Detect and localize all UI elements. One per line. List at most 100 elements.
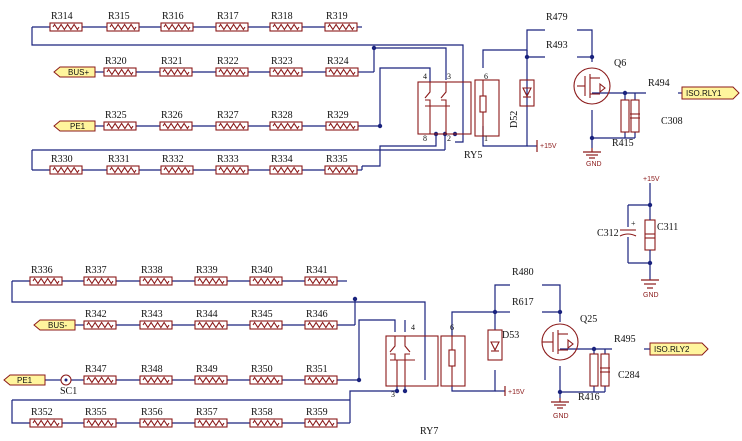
r479-label: R479 xyxy=(546,12,568,23)
port-pe1-top: PE1 xyxy=(53,120,96,132)
resistor-label: R326 xyxy=(161,110,183,121)
q25-label: Q25 xyxy=(580,314,597,325)
resistor-label: R333 xyxy=(217,154,239,165)
resistor-label: R315 xyxy=(108,11,130,22)
resistor-label: R337 xyxy=(85,265,107,276)
resistor-r359: R359 xyxy=(304,407,338,428)
resistor-r355: R355 xyxy=(83,407,117,428)
resistor-label: R351 xyxy=(306,364,328,375)
resistor-label: R342 xyxy=(85,309,107,320)
r495-label: R495 xyxy=(614,334,636,345)
resistor-label: R349 xyxy=(196,364,218,375)
r493-label: R493 xyxy=(546,40,568,51)
resistor-r324: R324 xyxy=(325,56,359,77)
resistor-r350: R350 xyxy=(249,364,283,385)
resistor-label: R324 xyxy=(327,56,349,67)
resistor-r330: R330 xyxy=(49,154,83,175)
power-plus15-top: +15V xyxy=(536,140,557,152)
resistor-label: R332 xyxy=(162,154,184,165)
ry5-pin4-label: 4 xyxy=(423,72,427,81)
resistor-label: R335 xyxy=(326,154,348,165)
bus-minus-label: BUS- xyxy=(48,321,67,330)
resistor-label: R330 xyxy=(51,154,73,165)
ry7-label: RY7 xyxy=(420,426,438,437)
resistor-label: R340 xyxy=(251,265,273,276)
resistor-r342: R342 xyxy=(83,309,117,330)
mosfet-q25: Q25 xyxy=(541,314,597,361)
resistor-label: R343 xyxy=(141,309,163,320)
resistor-label: R345 xyxy=(251,309,273,320)
resistor-label: R350 xyxy=(251,364,273,375)
bus-plus-label: BUS+ xyxy=(68,68,89,77)
resistor-label: R346 xyxy=(306,309,328,320)
resistor-label: R331 xyxy=(108,154,130,165)
r480-label: R480 xyxy=(512,267,534,278)
gnd-bottom xyxy=(551,398,569,409)
sc1-label: SC1 xyxy=(60,386,77,397)
spark-gap-sc1: SC1 xyxy=(60,374,77,397)
resistor-label: R318 xyxy=(271,11,293,22)
resistor-label: R327 xyxy=(217,110,239,121)
c311-c312-group: +15V + GND C311 C312 xyxy=(597,176,678,299)
relay-ry5: 4 3 6 8 2 1 RY5 xyxy=(417,72,500,161)
ry5-pin1-label: 1 xyxy=(484,134,488,143)
d52-label: D52 xyxy=(509,111,520,128)
q6-label: Q6 xyxy=(614,58,626,69)
resistor-r332: R332 xyxy=(160,154,194,175)
resistor-label: R348 xyxy=(141,364,163,375)
resistor-r357: R357 xyxy=(194,407,228,428)
pe1-bottom-label: PE1 xyxy=(17,376,33,385)
resistor-label: R322 xyxy=(217,56,239,67)
iso-rly1-label: ISO.RLY1 xyxy=(686,89,722,98)
resistor-r322: R322 xyxy=(215,56,249,77)
ry5-pin8-label: 8 xyxy=(423,134,427,143)
resistor-r349: R349 xyxy=(194,364,228,385)
ry5-pin3-label: 3 xyxy=(447,72,451,81)
gnd-top xyxy=(583,148,601,159)
resistor-r338: R338 xyxy=(139,265,173,286)
port-iso-rly2: ISO.RLY2 xyxy=(649,342,709,356)
port-pe1-bottom: PE1 xyxy=(3,374,46,386)
resistor-r329: R329 xyxy=(325,110,359,131)
port-bus-plus: BUS+ xyxy=(53,66,96,78)
diode-d53: D53 xyxy=(487,329,519,361)
resistor-r326: R326 xyxy=(159,110,193,131)
resistor-label: R328 xyxy=(271,110,293,121)
resistor-r333: R333 xyxy=(215,154,249,175)
c284-label: C284 xyxy=(618,370,640,381)
gnd-top-label: GND xyxy=(586,161,602,168)
top-wires xyxy=(31,26,682,171)
mosfet-q6: Q6 xyxy=(573,58,626,105)
port-iso-rly1: ISO.RLY1 xyxy=(681,86,740,100)
resistor-r340: R340 xyxy=(249,265,283,286)
resistor-label: R338 xyxy=(141,265,163,276)
resistor-r331: R331 xyxy=(106,154,140,175)
resistor-r334: R334 xyxy=(269,154,303,175)
resistor-label: R339 xyxy=(196,265,218,276)
resistor-label: R316 xyxy=(162,11,184,22)
resistor-r315: R315 xyxy=(106,11,140,32)
power-plus15-bottom: +15V xyxy=(504,386,525,396)
resistor-r356: R356 xyxy=(139,407,173,428)
resistor-r337: R337 xyxy=(83,265,117,286)
plus15-bottom-label: +15V xyxy=(508,389,525,396)
c312-plus-sign: + xyxy=(631,219,636,228)
ry5-label: RY5 xyxy=(464,150,482,161)
resistor-r321: R321 xyxy=(159,56,193,77)
d53-label: D53 xyxy=(502,330,519,341)
diode-d52: D52 xyxy=(509,79,535,128)
resistor-label: R323 xyxy=(271,56,293,67)
resistor-label: R321 xyxy=(161,56,183,67)
resistor-r343: R343 xyxy=(139,309,173,330)
resistor-r325: R325 xyxy=(103,110,137,131)
relay-ry7: 4 6 3 RY7 xyxy=(385,323,466,437)
resistor-label: R336 xyxy=(31,265,53,276)
c308-label: C308 xyxy=(661,116,683,127)
resistor-r348: R348 xyxy=(139,364,173,385)
resistor-r316: R316 xyxy=(160,11,194,32)
r416-label: R416 xyxy=(578,392,600,403)
resistor-r336: R336 xyxy=(29,265,63,286)
r494-label: R494 xyxy=(648,78,670,89)
resistor-r335: R335 xyxy=(324,154,358,175)
